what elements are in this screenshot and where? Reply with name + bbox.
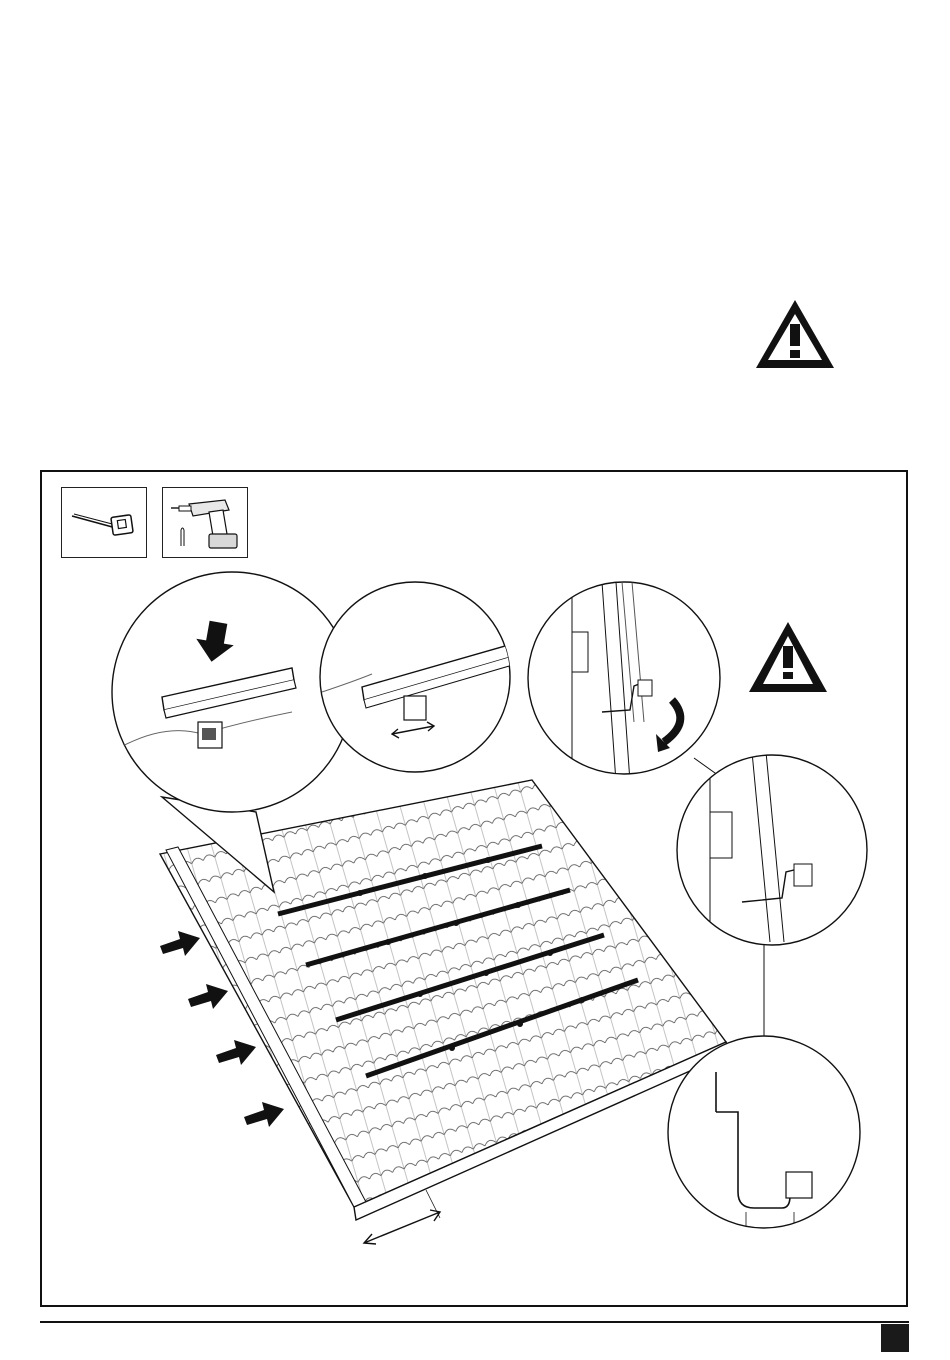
warning-triangle-icon-2 [749, 622, 827, 692]
detail-hook-width [668, 1036, 860, 1273]
detail-hook-rotate [528, 582, 720, 782]
warning-triangle-icon [752, 296, 838, 372]
roof-installation-illustration [42, 472, 906, 1305]
footer-rule [40, 1321, 909, 1323]
detail-hook-seated [677, 752, 867, 945]
page-marker [881, 1324, 909, 1352]
detail-rail-spacing [320, 582, 516, 772]
